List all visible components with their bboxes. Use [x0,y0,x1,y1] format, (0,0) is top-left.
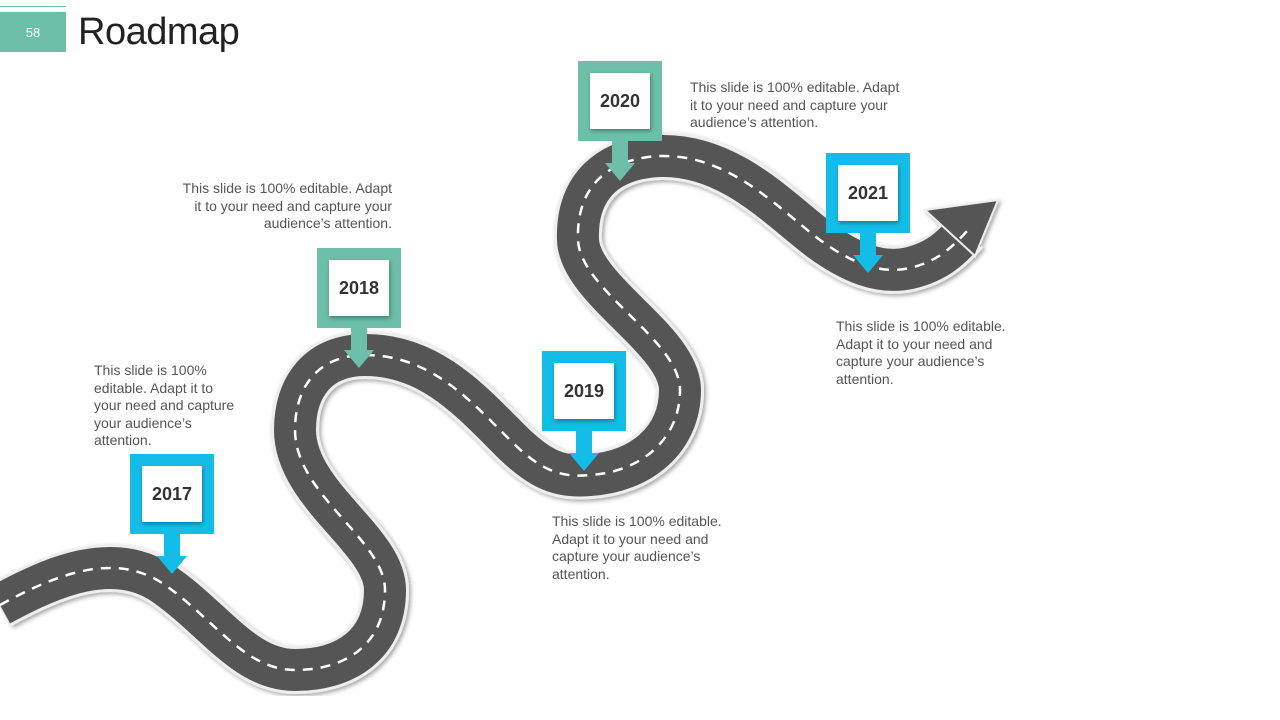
milestone-description-2018: This slide is 100% editable. Adapt it to… [182,180,392,231]
road-lane-markings [0,154,969,672]
milestone-marker-2018: 2018 [317,248,401,368]
milestone-description-2019: This slide is 100% editable. Adapt it to… [552,513,722,582]
milestone-marker-2017: 2017 [130,454,214,574]
marker-pointer-icon [853,233,883,273]
road-arrowhead [922,198,1000,258]
marker-pointer-icon [157,534,187,574]
milestone-year: 2018 [329,260,389,316]
milestone-marker-2019: 2019 [542,351,626,471]
milestone-year: 2021 [838,165,898,221]
milestone-description-2021: This slide is 100% editable. Adapt it to… [836,318,1006,387]
header-accent-line [0,6,66,7]
slide-number: 58 [25,24,41,40]
marker-pointer-icon [569,431,599,471]
milestone-description-2020: This slide is 100% editable. Adapt it to… [690,79,900,130]
milestone-year: 2017 [142,466,202,522]
slide-number-badge: 58 [0,12,66,52]
milestone-description-2017: This slide is 100% editable. Adapt it to… [94,362,235,448]
milestone-marker-2020: 2020 [578,61,662,181]
milestone-year: 2019 [554,363,614,419]
marker-pointer-icon [605,141,635,181]
page-title: Roadmap [78,11,240,53]
milestone-marker-2021: 2021 [826,153,910,273]
marker-pointer-icon [344,328,374,368]
milestone-year: 2020 [590,73,650,129]
